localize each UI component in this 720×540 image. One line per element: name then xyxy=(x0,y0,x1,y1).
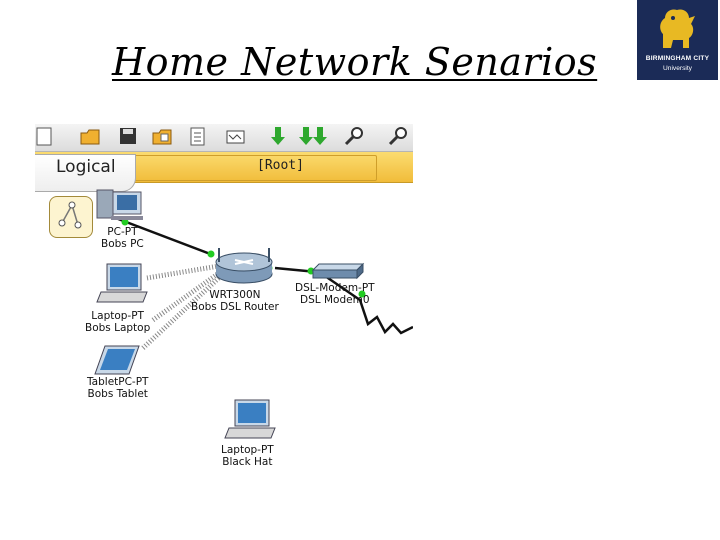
link-light xyxy=(358,290,366,298)
tablet-icon[interactable] xyxy=(91,344,143,378)
black-hat-label[interactable]: Laptop-PT Black Hat xyxy=(221,444,274,468)
slide-title: Home Network Senarios xyxy=(112,40,598,84)
bobs-laptop-type: Laptop-PT xyxy=(91,310,144,322)
bobs-tablet-name: Bobs Tablet xyxy=(87,388,148,400)
bobs-laptop-name: Bobs Laptop xyxy=(85,322,151,334)
zoom-reset-icon[interactable] xyxy=(387,125,409,147)
redo-icon[interactable] xyxy=(311,125,333,147)
dsl-modem-type: DSL-Modem-PT xyxy=(295,282,375,294)
open-icon[interactable] xyxy=(79,125,101,147)
zoom-in-icon[interactable] xyxy=(343,125,365,147)
router-type: WRT300N xyxy=(209,289,261,301)
bobs-pc-type: PC-PT xyxy=(107,226,138,238)
lion-icon xyxy=(660,9,695,48)
new-icon[interactable] xyxy=(35,125,57,147)
logo-line-2: University xyxy=(663,65,692,72)
dsl-modem-name: DSL Modem0 xyxy=(300,294,370,306)
bobs-tablet-type: TabletPC-PT xyxy=(87,376,149,388)
save-icon[interactable] xyxy=(117,125,139,147)
copy-icon[interactable] xyxy=(225,125,247,147)
bobs-pc-name: Bobs PC xyxy=(101,238,144,250)
packet-tracer-window: Logical [Root] PC-PT Bobs PC xyxy=(35,124,413,490)
main-toolbar xyxy=(35,124,413,152)
black-hat-name: Black Hat xyxy=(222,456,273,468)
logical-tab-label: Logical xyxy=(56,157,116,177)
print-icon[interactable] xyxy=(151,125,173,147)
university-logo: BIRMINGHAM CITY University xyxy=(637,0,718,80)
root-location-label[interactable]: [Root] xyxy=(257,158,304,173)
bobs-pc-label[interactable]: PC-PT Bobs PC xyxy=(101,226,144,250)
logo-line-1: BIRMINGHAM CITY xyxy=(645,55,710,62)
link-light xyxy=(207,250,215,258)
topology-icon[interactable] xyxy=(49,196,93,238)
topology-canvas xyxy=(112,215,413,350)
paste-icon[interactable] xyxy=(269,125,291,147)
router-label[interactable]: WRT300N Bobs DSL Router xyxy=(191,289,279,313)
bobs-laptop-label[interactable]: Laptop-PT Bobs Laptop xyxy=(85,310,150,334)
router-icon[interactable] xyxy=(213,248,275,286)
undo-icon[interactable] xyxy=(297,125,319,147)
link-light xyxy=(121,218,129,226)
dsl-modem-label[interactable]: DSL-Modem-PT DSL Modem0 xyxy=(295,282,375,306)
black-hat-type: Laptop-PT xyxy=(221,444,274,456)
router-name: Bobs DSL Router xyxy=(191,301,279,313)
logical-workspace-tab[interactable] xyxy=(35,154,136,192)
laptop-icon[interactable] xyxy=(93,262,153,306)
pc-icon[interactable] xyxy=(93,188,145,222)
dsl-modem-icon[interactable] xyxy=(311,262,365,280)
activity-wizard-icon[interactable] xyxy=(187,125,209,147)
black-hat-laptop-icon[interactable] xyxy=(221,398,281,442)
bobs-tablet-label[interactable]: TabletPC-PT Bobs Tablet xyxy=(87,376,148,400)
